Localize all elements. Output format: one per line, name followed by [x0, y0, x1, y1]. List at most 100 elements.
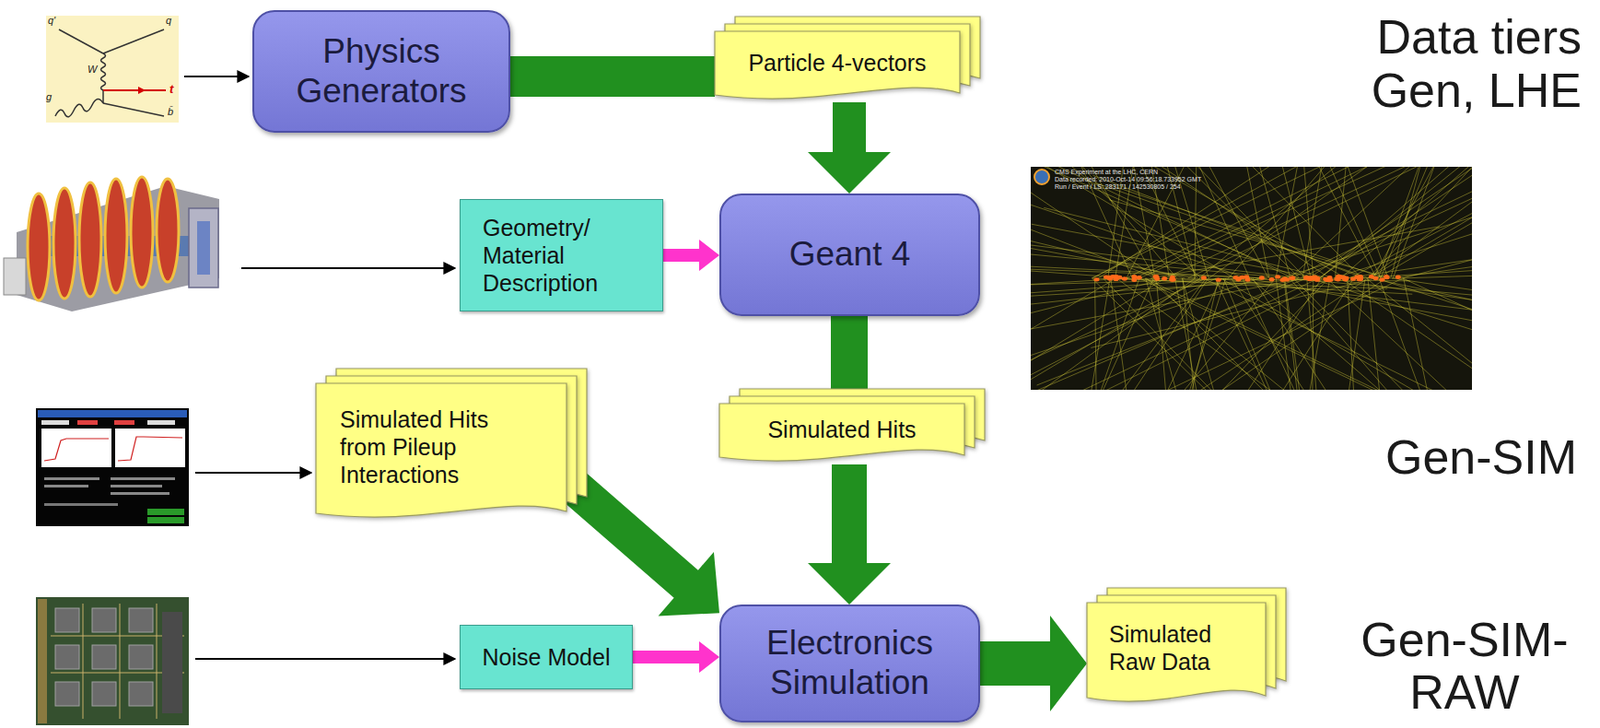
event-display: [1372, 276, 1379, 281]
event-display: [1175, 278, 1226, 390]
event-display: [1252, 278, 1402, 390]
feynman-diagram: [55, 29, 164, 117]
event-display: [1390, 166, 1460, 279]
document-page: [315, 383, 567, 517]
event-display: [1378, 278, 1472, 390]
data-document: Simulated Hits from Pileup Interactions: [315, 383, 567, 521]
event-display: [1303, 275, 1309, 280]
feynman-label: b̄: [167, 106, 174, 117]
document-page: [1086, 602, 1266, 701]
pileup-screenshot: [110, 484, 163, 488]
node-text: Geant 4: [735, 234, 964, 275]
event-display: [1390, 236, 1472, 279]
detector-drawing: [130, 176, 153, 288]
pileup-screenshot: [147, 516, 185, 524]
event-info: Data recorded: 2010-Oct-14 09:56:18.7339…: [1054, 175, 1202, 183]
detector-drawing: [105, 178, 128, 293]
event-display: [1182, 278, 1210, 390]
node-text: Simulated Hits: [732, 415, 952, 444]
event-display: [1030, 263, 1268, 279]
event-display: [1153, 274, 1159, 279]
pileup-screenshot: [35, 408, 189, 526]
detector-drawing: [188, 208, 219, 288]
event-display: [1395, 275, 1402, 280]
electronics-board-photo: [35, 596, 189, 725]
flow-arrow: [980, 615, 1087, 712]
event-display: [1030, 166, 1472, 390]
electronics-board-photo: [55, 607, 80, 632]
event-display: [1309, 278, 1472, 367]
event-display: [1201, 275, 1207, 280]
event-display: [1037, 278, 1308, 386]
event-display: [1142, 278, 1403, 390]
pileup-screenshot: [44, 477, 100, 480]
electronics-board-photo: [37, 598, 47, 724]
node-text: Simulated Raw Data: [1109, 619, 1244, 676]
event-display: [1144, 278, 1227, 390]
event-display: [1309, 275, 1316, 280]
feynman-label: g: [46, 92, 52, 103]
data-tier-label: Data tiers: [1289, 11, 1582, 64]
leader-arrow: [184, 75, 249, 78]
leader-arrow: [241, 267, 456, 269]
event-display: [1391, 278, 1472, 320]
node-text: Particle 4-vectors: [727, 48, 947, 77]
pileup-screenshot: [147, 420, 176, 425]
pileup-screenshot: [147, 508, 185, 515]
electronics-board-photo: [156, 603, 158, 719]
electronics-board-photo: [55, 644, 80, 669]
event-display: [1341, 278, 1472, 390]
pileup-screenshot: [117, 436, 183, 461]
feynman-diagram: [46, 15, 179, 123]
event-display: [1293, 278, 1472, 390]
detector-drawing: [27, 193, 50, 301]
feynman-label: t: [169, 82, 174, 95]
event-display: [1116, 278, 1346, 390]
node-text: Simulated Hits from Pileup Interactions: [339, 405, 511, 489]
event-display: [1259, 275, 1265, 280]
data-document: Simulated Raw Data: [1086, 602, 1266, 705]
event-display: [1392, 166, 1472, 279]
event-display: [1383, 274, 1390, 279]
pileup-screenshot: [37, 409, 187, 418]
event-display: [1340, 166, 1472, 279]
event-display: [1030, 184, 1248, 279]
process-box: Electronics Simulation: [719, 604, 981, 723]
node-text: Geometry/ Material Description: [482, 213, 650, 297]
event-display: [1274, 274, 1281, 279]
pileup-screenshot: [110, 477, 176, 480]
event-display: [1284, 277, 1290, 281]
feynman-label: q': [47, 15, 56, 26]
event-display: [1030, 242, 1299, 279]
process-box: Geant 4: [719, 193, 981, 316]
event-info: CMS Experiment at the LHC, CERN: [1054, 168, 1158, 176]
event-display: [1378, 277, 1385, 281]
electronics-board-photo: [55, 607, 153, 706]
event-display: [1030, 278, 1129, 296]
data-document: Particle 4-vectors: [714, 31, 960, 103]
electronics-board-photo: [92, 681, 117, 706]
event-display: [1287, 278, 1472, 305]
electronics-board-photo: [50, 603, 185, 719]
event-display: [1308, 166, 1472, 279]
electronics-board-photo: [128, 607, 153, 632]
event-display: [1203, 278, 1463, 390]
event-display: [1341, 276, 1347, 281]
event-display: [1113, 274, 1120, 279]
event-display: [1214, 278, 1328, 390]
event-display: [1104, 278, 1221, 390]
event-display: [1030, 278, 1201, 390]
event-display: [1402, 278, 1472, 390]
event-display: [1355, 274, 1362, 279]
event-display: [1219, 166, 1291, 279]
feynman-diagram: [101, 53, 106, 91]
flow-arrow: [663, 239, 720, 271]
event-display: [1366, 278, 1472, 390]
event-display: [1373, 166, 1472, 279]
feynman-diagram: [138, 86, 146, 94]
feynman-label: q: [165, 15, 172, 26]
event-display: [1275, 166, 1327, 279]
event-display: [1030, 278, 1260, 372]
